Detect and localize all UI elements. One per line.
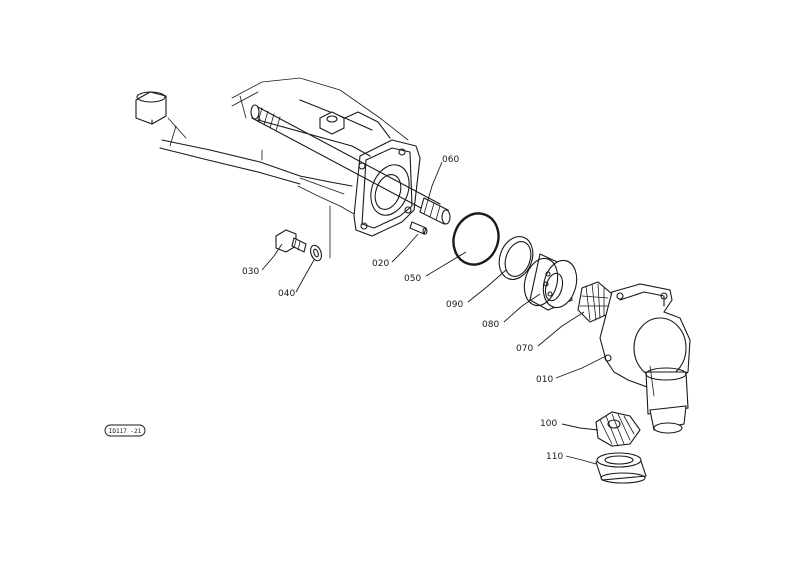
o-ring-050 — [452, 212, 500, 266]
leader-lines — [261, 161, 607, 465]
label-080: 080 — [482, 320, 499, 330]
figure-code-badge: ID117 -21 — [104, 424, 146, 437]
label-110: 110 — [546, 452, 563, 462]
washer-040 — [310, 244, 322, 262]
label-050: 050 — [404, 274, 421, 284]
bearing-110 — [595, 452, 647, 484]
label-070: 070 — [516, 344, 533, 354]
label-100: 100 — [540, 419, 557, 429]
part-labels: 060 020 030 040 050 090 080 070 010 100 … — [242, 155, 563, 462]
label-030: 030 — [242, 267, 259, 277]
pin-020 — [409, 221, 428, 235]
shaft-060 — [250, 104, 451, 225]
label-020: 020 — [372, 259, 389, 269]
label-040: 040 — [278, 289, 295, 299]
label-010: 010 — [536, 375, 553, 385]
snap-ring-090 — [498, 236, 534, 280]
cap-knob — [135, 91, 187, 139]
label-090: 090 — [446, 300, 463, 310]
axle-housing-frame — [159, 77, 421, 259]
figure-code: ID117 -21 — [109, 428, 142, 435]
label-060: 060 — [442, 155, 459, 165]
gear-case-010 — [599, 283, 691, 434]
bolt-030 — [275, 229, 307, 253]
bearing-080 — [523, 253, 578, 311]
bevel-gear-100 — [595, 411, 641, 447]
